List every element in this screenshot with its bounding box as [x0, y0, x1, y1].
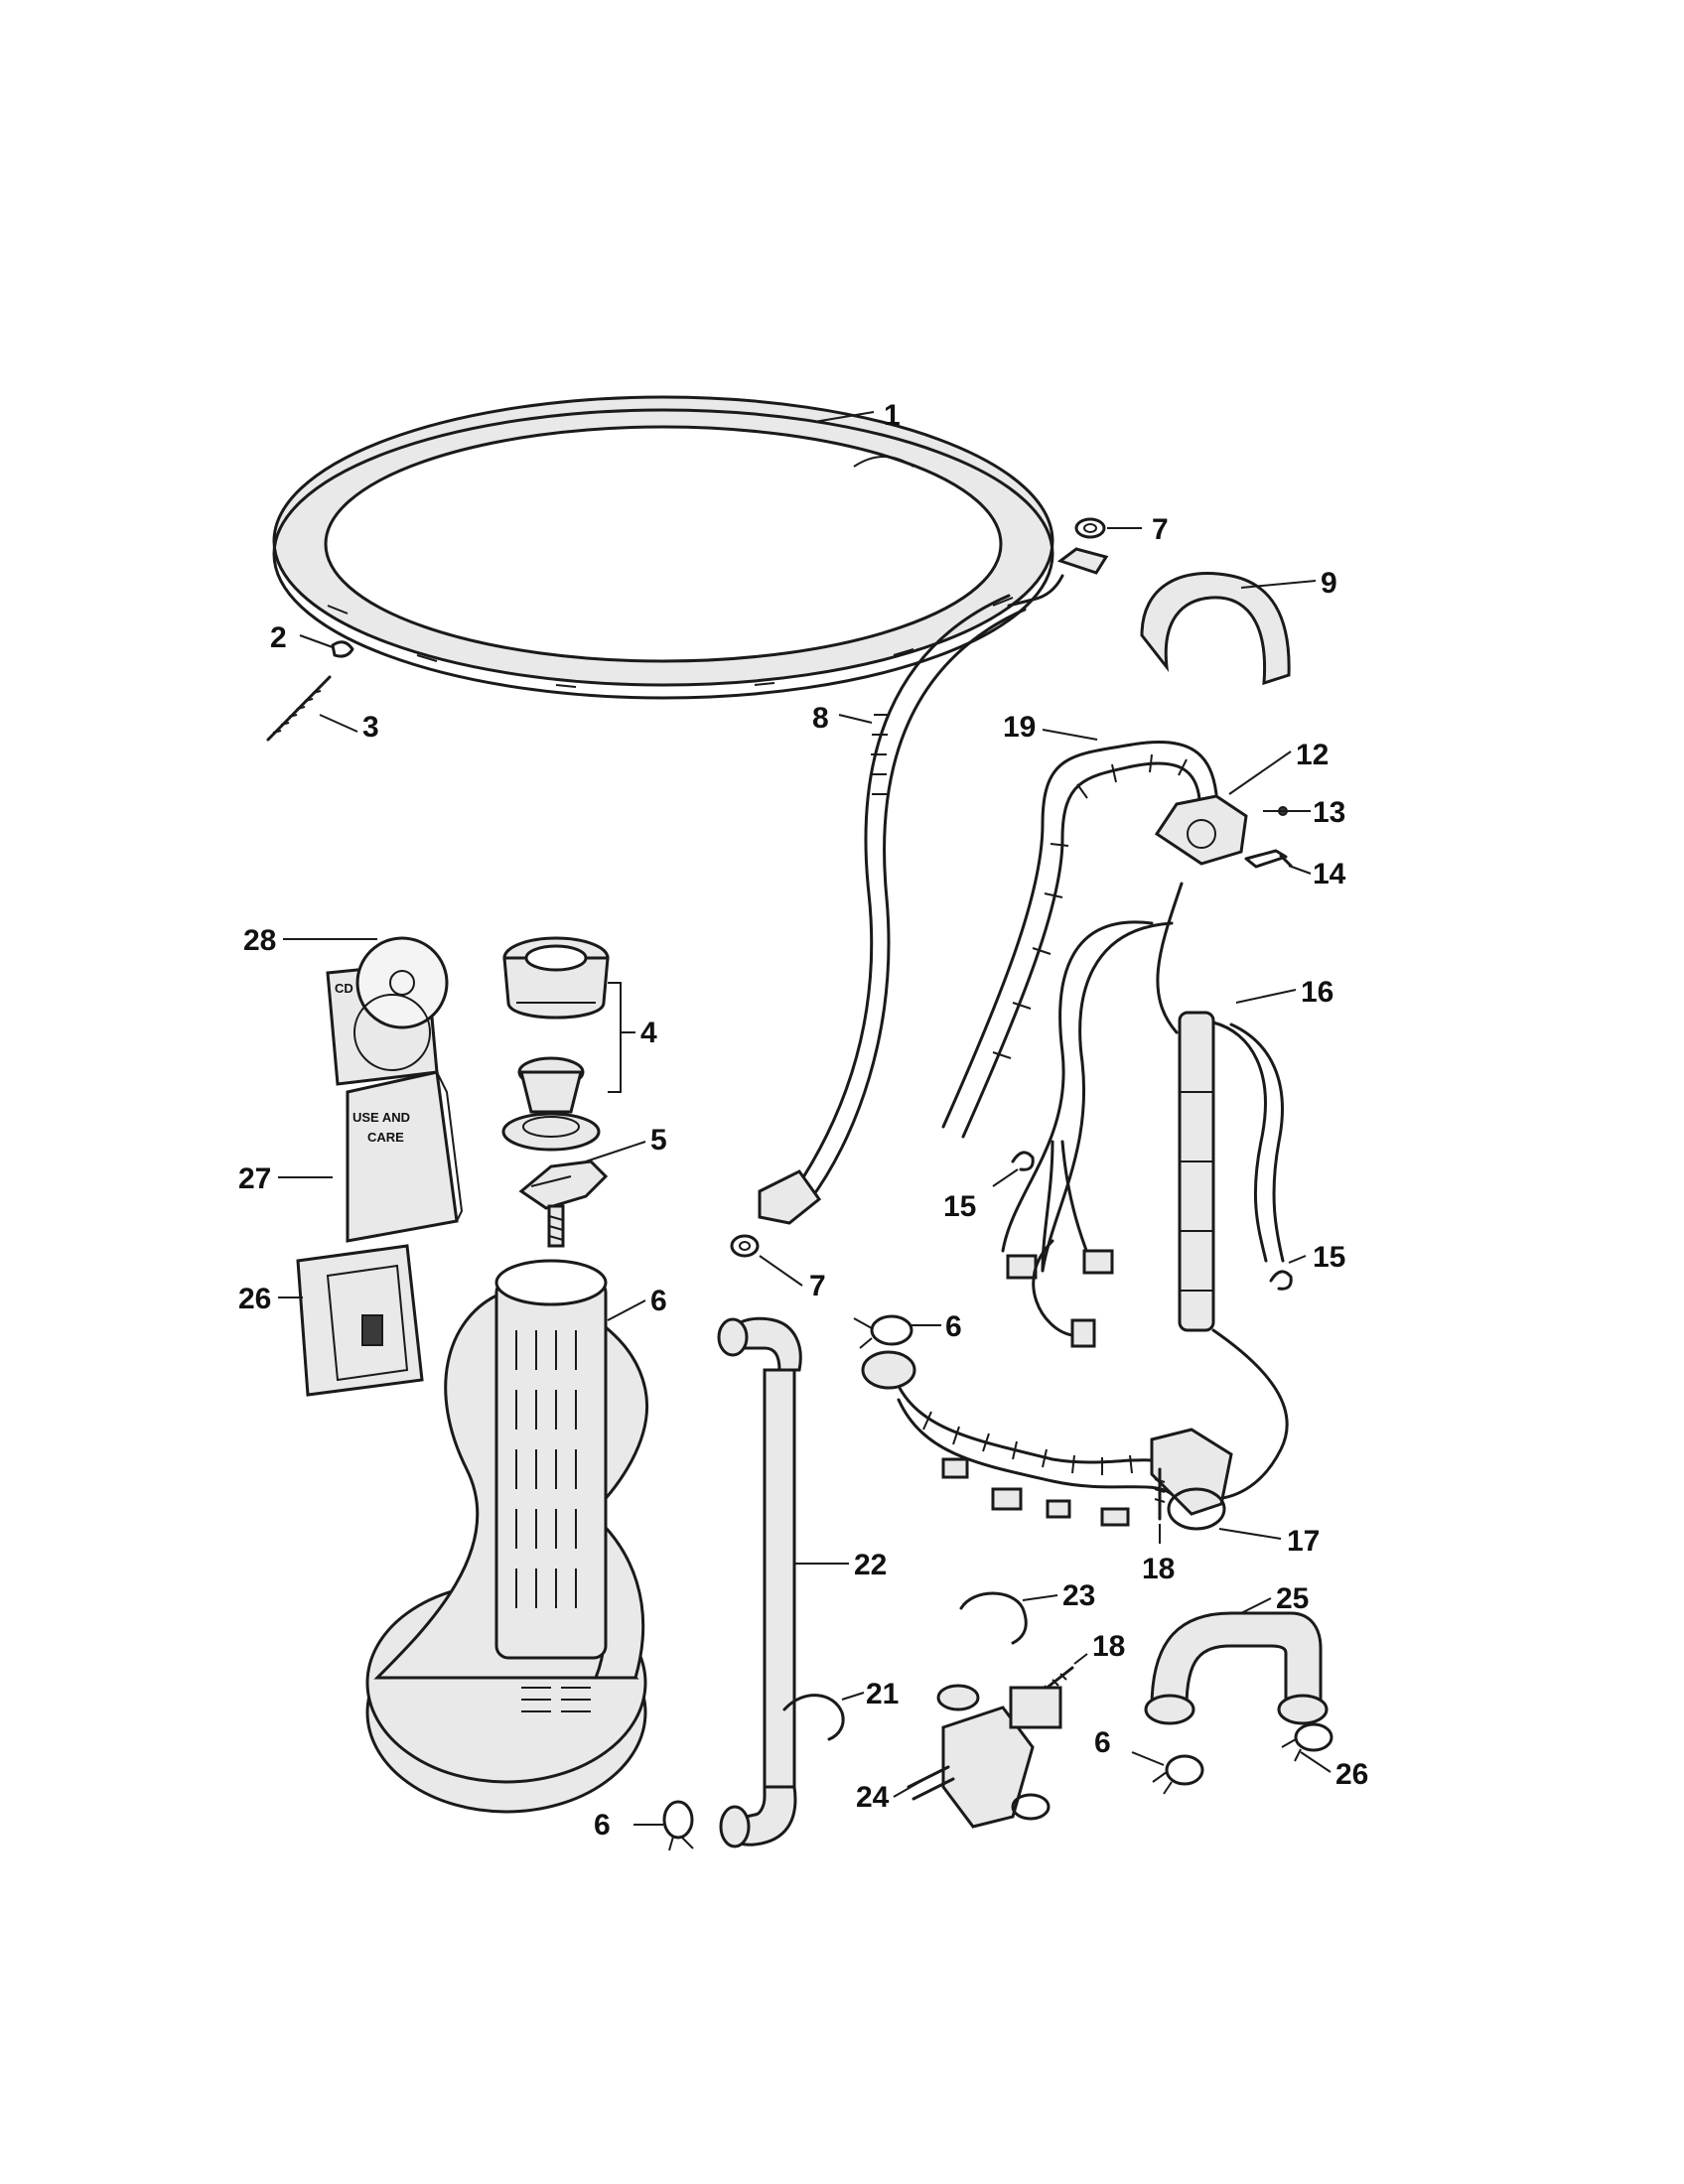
- callout-7-c: 6: [1094, 1726, 1111, 1759]
- elbow-hose-part: [1144, 1611, 1329, 1725]
- callout-16: 16: [1301, 976, 1333, 1009]
- callout-23: 24: [856, 1781, 890, 1814]
- agitator-part: [365, 1259, 648, 1814]
- fill-tube-part: [717, 1316, 802, 1848]
- spring-part: [266, 675, 332, 742]
- callout-26: 26: [238, 1283, 271, 1315]
- callout-9: 8: [812, 702, 829, 735]
- callout-7-a: 6: [945, 1310, 962, 1343]
- use-care-manual-part: USE AND CARE: [346, 1070, 464, 1243]
- callout-15-left: 15: [943, 1190, 976, 1223]
- washer-upper-part: [1074, 517, 1106, 539]
- callout-18-lower: 18: [1092, 1630, 1125, 1663]
- callout-5: 5: [650, 1124, 667, 1157]
- callout-18-upper: 18: [1142, 1553, 1175, 1585]
- cd-label: CD: [335, 981, 353, 996]
- callout-8-upper: 7: [1152, 513, 1169, 546]
- callout-19: 19: [1003, 711, 1036, 744]
- callout-15-right: 15: [1313, 1241, 1345, 1274]
- clamp-ring-a-part: [853, 1314, 913, 1349]
- drain-elbow-part: [861, 1350, 1233, 1531]
- callout-3: 3: [362, 711, 379, 744]
- callout-25: 26: [1335, 1758, 1368, 1791]
- clip-small-left-part: [1011, 1151, 1035, 1171]
- callout-4: 4: [640, 1017, 657, 1049]
- callout-27: 27: [238, 1162, 271, 1195]
- clamp-ring-b-part: [662, 1800, 694, 1851]
- clip-part: [1244, 849, 1293, 869]
- clamp-ring-25-part: [1281, 1722, 1333, 1762]
- callout-6: 6: [650, 1285, 667, 1317]
- manual-line2: CARE: [367, 1130, 404, 1145]
- water-valve-part: [907, 1684, 1062, 1829]
- hose-bracket-part: [1140, 572, 1291, 686]
- callout-24: 25: [1276, 1582, 1309, 1615]
- callout-1: 1: [884, 399, 901, 432]
- screw-upper-part: [1154, 1467, 1166, 1521]
- literature-packet-part: [296, 1244, 424, 1397]
- cd-sleeve-part: CD: [326, 936, 449, 1086]
- callout-12: 12: [1296, 739, 1329, 771]
- spring-clip-part: [331, 640, 354, 658]
- callout-20: 21: [866, 1678, 899, 1710]
- hose-clip-part: [782, 1694, 845, 1741]
- washer-lower-part: [730, 1234, 760, 1258]
- callout-2: 2: [270, 621, 287, 654]
- clamp-ring-c-part: [1152, 1754, 1204, 1795]
- callout-8-lower: 7: [809, 1270, 826, 1302]
- drive-cam-part: [501, 1056, 601, 1152]
- wire-harness-part: [1001, 882, 1289, 1501]
- callout-22: 23: [1062, 1579, 1095, 1612]
- callout-13: 13: [1313, 796, 1345, 829]
- callout-14: 14: [1313, 858, 1346, 890]
- callout-28: 28: [243, 924, 276, 957]
- callout-11: 9: [1321, 567, 1337, 600]
- bolt-assembly-part: [518, 1160, 609, 1248]
- callout-17: 17: [1287, 1525, 1320, 1558]
- clip-small-right-part: [1269, 1270, 1293, 1291]
- agitator-cap-part: [502, 936, 610, 1020]
- drain-hose-part: [941, 740, 1218, 1139]
- callout-7-b: 6: [594, 1809, 611, 1842]
- fill-hose-part: [758, 547, 1109, 1225]
- tub-ring-part: [272, 395, 1054, 700]
- manual-line1: USE AND: [352, 1110, 410, 1125]
- clamp-assembly-part: [1154, 794, 1248, 866]
- callout-21: 22: [854, 1549, 887, 1581]
- wire-clip-part: [959, 1591, 1028, 1645]
